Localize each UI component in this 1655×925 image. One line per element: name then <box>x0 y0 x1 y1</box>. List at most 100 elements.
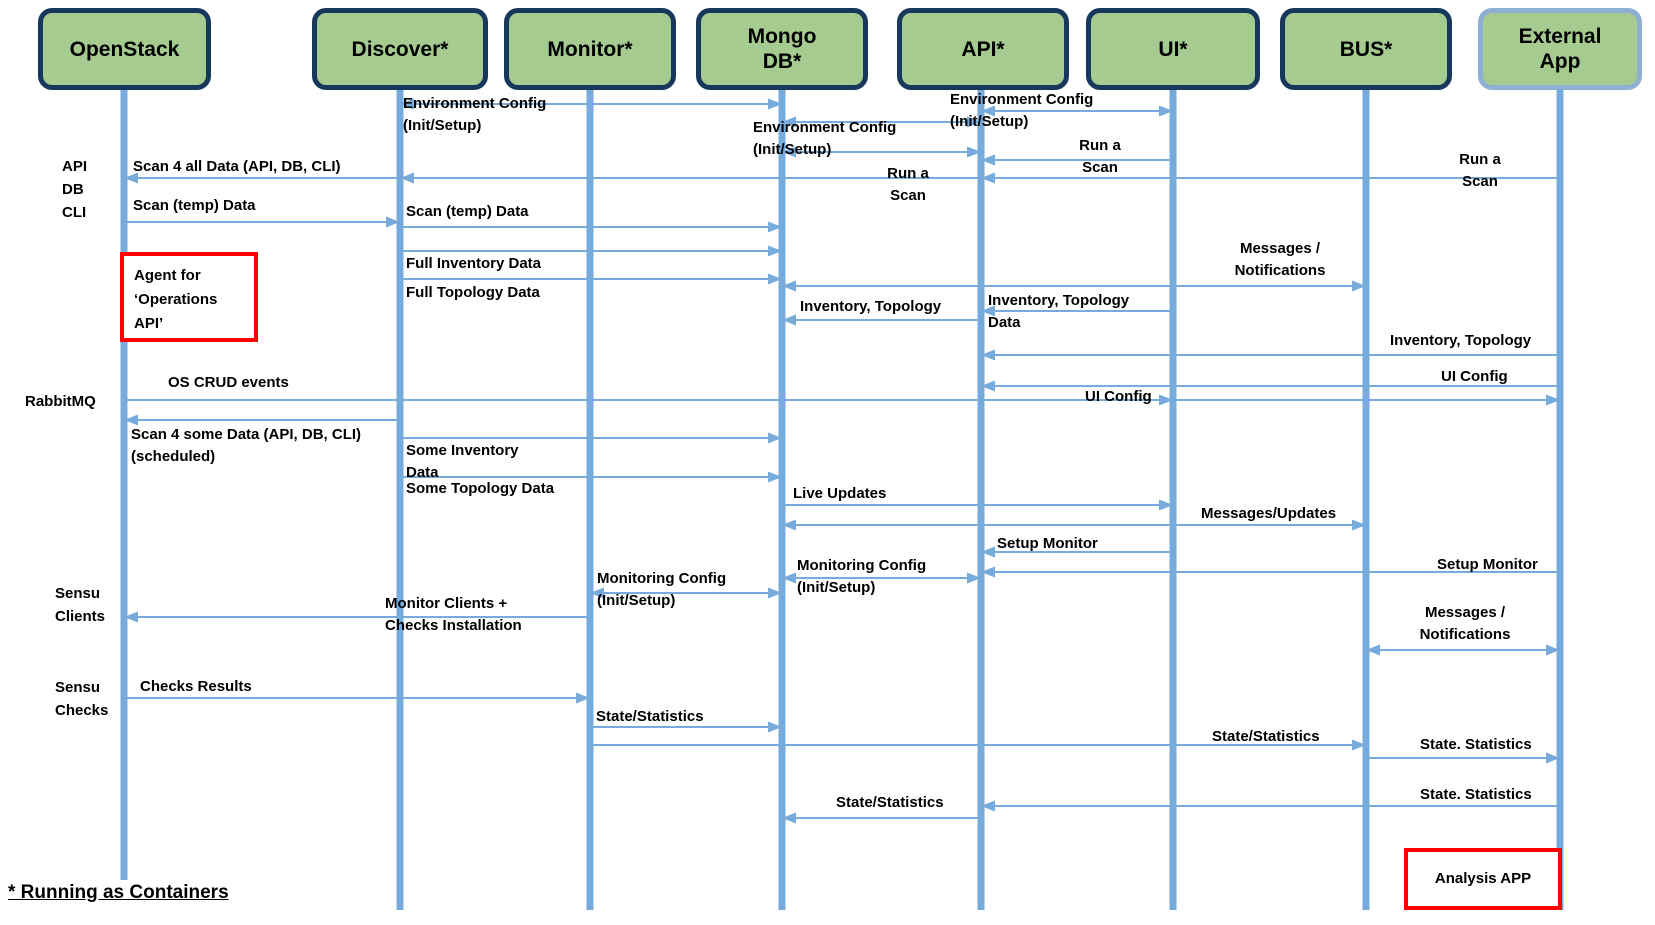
callout-line: ‘Operations <box>134 291 218 308</box>
arrowhead-left <box>981 172 995 184</box>
label-line: Data <box>988 314 1021 331</box>
arrowhead-left <box>981 305 995 317</box>
lbl-env-config-ui: Environment Config(Init/Setup) <box>950 89 1093 133</box>
actor-label: App <box>1539 50 1581 73</box>
actor-label: API* <box>961 37 1005 61</box>
label-line: State. Statistics <box>1420 786 1532 803</box>
label-line: Sensu <box>55 585 101 602</box>
label-line: CLI <box>62 204 87 221</box>
actor-label: Monitor* <box>547 37 633 61</box>
lbl-messages-notifications-2: Messages / Notifications <box>1390 602 1540 646</box>
callout-line: API’ <box>134 315 164 332</box>
lbl-live-updates: Live Updates <box>793 483 886 505</box>
arrowhead-right <box>967 572 981 584</box>
arrowhead-left <box>124 172 138 184</box>
arrowhead-right <box>768 587 782 599</box>
arrowhead-left <box>981 546 995 558</box>
lbl-messages-notifications-1: Messages /Notifications <box>1200 238 1360 282</box>
label-line: Some Topology Data <box>406 480 555 497</box>
arrowhead-right <box>1159 105 1173 117</box>
lbl-state-statistics-bus: State/Statistics <box>1212 726 1320 748</box>
actor-label: Mongo <box>747 25 817 48</box>
label-line: Scan (temp) Data <box>406 203 529 220</box>
arrowhead-left <box>782 116 796 128</box>
label-line: Scan <box>1082 159 1118 176</box>
arrowhead-left <box>1366 644 1380 656</box>
lbl-full-topology-data: Full Topology Data <box>406 282 540 304</box>
actor-label: External <box>1518 25 1602 48</box>
callout-analysis-app: Analysis APP <box>1404 848 1562 910</box>
footnote: * Running as Containers <box>8 882 229 903</box>
callout-line: Analysis APP <box>1434 870 1532 887</box>
arrowhead-right <box>1546 752 1560 764</box>
arrowhead-right <box>1546 394 1560 406</box>
actor-box-openstack: OpenStack <box>38 8 211 90</box>
actor-box-monitor: Monitor* <box>504 8 676 90</box>
arrowhead-right <box>768 721 782 733</box>
arrowhead-right <box>1546 644 1560 656</box>
arrowhead-right <box>768 471 782 483</box>
label-line: Notifications <box>1419 626 1511 643</box>
label-line: Full Inventory Data <box>406 255 542 272</box>
label-line: State/Statistics <box>596 708 704 725</box>
label-line: UI Config <box>1441 368 1508 385</box>
label-line: Scan 4 all Data (API, DB, CLI) <box>133 158 341 175</box>
label-line: Inventory, Topology <box>800 298 942 315</box>
arrowhead-left <box>981 800 995 812</box>
arrowhead-left <box>981 566 995 578</box>
arrowhead-left <box>981 380 995 392</box>
actor-box-discover: Discover* <box>312 8 488 90</box>
label-line: Environment Config <box>403 95 547 112</box>
lbl-state-statistics-ext1: State. Statistics <box>1420 734 1532 756</box>
label-line: State/Statistics <box>836 794 944 811</box>
lbl-checks-results: Checks Results <box>140 676 252 698</box>
actor-box-bus: BUS* <box>1280 8 1452 90</box>
label-line: Inventory, Topology <box>988 292 1130 309</box>
label-line: Setup Monitor <box>1437 556 1538 573</box>
lbl-scan-4-some-data: Scan 4 some Data (API, DB, CLI)(schedule… <box>131 424 361 468</box>
arrowhead-right <box>386 216 400 228</box>
arrowhead-left <box>782 812 796 824</box>
arrowhead-right <box>768 98 782 110</box>
lbl-scan-temp-data-right: Scan (temp) Data <box>406 201 529 223</box>
lbl-ui-config-ui: UI Config <box>1085 386 1152 408</box>
actor-label: DB* <box>762 50 802 73</box>
label-line: Run a <box>1459 151 1501 168</box>
actor-box-ui: UI* <box>1086 8 1260 90</box>
label-line: Scan <box>1462 173 1498 190</box>
actor-label: BUS* <box>1339 37 1393 61</box>
label-line: DB <box>62 181 84 198</box>
lbl-inventory-topology-ext: Inventory, Topology <box>1390 330 1531 352</box>
label-line: Messages / <box>1424 604 1506 621</box>
label-line: API <box>62 158 88 175</box>
label-line: Checks Results <box>140 678 252 695</box>
arrowhead-right <box>967 116 981 128</box>
lbl-inventory-topology-db: Inventory, Topology <box>800 296 941 318</box>
arrowhead-left <box>782 146 796 158</box>
label-line: Inventory, Topology <box>1390 332 1532 349</box>
label-line: Clients <box>55 608 106 625</box>
lbl-os-crud-events: OS CRUD events <box>168 372 289 394</box>
arrowhead-left <box>782 519 796 531</box>
lbl-setup-monitor-ui: Setup Monitor <box>997 533 1098 555</box>
arrowhead-right <box>967 146 981 158</box>
callout-line: Agent for <box>134 267 201 284</box>
label-line: Scan <box>890 187 926 204</box>
label-line: Environment Config <box>950 91 1094 108</box>
arrowhead-right <box>768 245 782 257</box>
arrowhead-left <box>782 280 796 292</box>
label-line: (scheduled) <box>131 448 216 465</box>
label-line: Messages/Updates <box>1201 505 1337 522</box>
label-line: Data <box>406 464 439 481</box>
label-line: State. Statistics <box>1420 736 1532 753</box>
actor-label: Discover* <box>351 37 449 61</box>
arrowhead-right <box>1159 394 1173 406</box>
label-line: (Init/Setup) <box>797 579 876 596</box>
